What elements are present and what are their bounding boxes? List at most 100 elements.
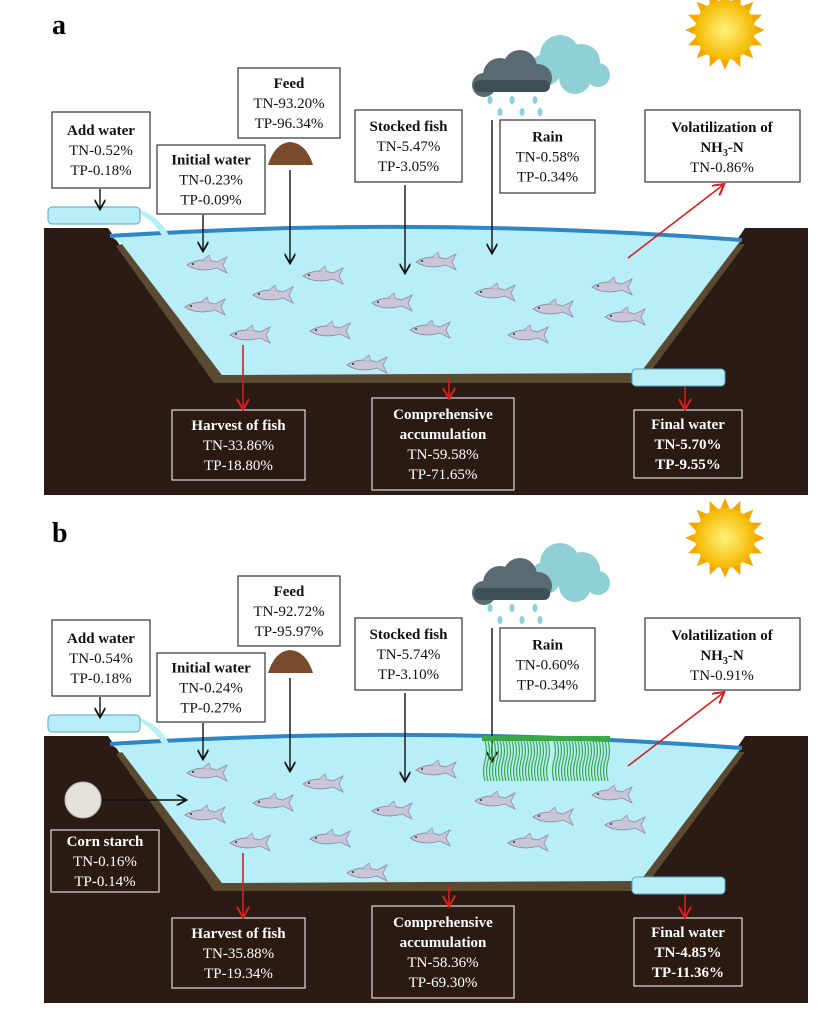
stocked-fish-box-frame bbox=[354, 109, 463, 183]
accumulation-box-tp: TP-71.65% bbox=[409, 467, 478, 483]
initial-water-box-title: Initial water bbox=[171, 153, 251, 169]
accumulation-box-title2: accumulation bbox=[400, 427, 487, 443]
harvest-box-tn: TN-33.86% bbox=[203, 438, 274, 454]
volatilization-title: Volatilization of bbox=[671, 628, 774, 644]
aquatic-plants-icon bbox=[482, 736, 611, 782]
volatilization-tn: TN-0.86% bbox=[690, 160, 754, 176]
rain-box-tp: TP-0.34% bbox=[517, 170, 578, 186]
rain-box-tp: TP-0.34% bbox=[517, 678, 578, 694]
initial-water-box-title: Initial water bbox=[171, 661, 251, 677]
initial-water-box-tp: TP-0.09% bbox=[180, 193, 241, 209]
harvest-box-title: Harvest of fish bbox=[191, 418, 286, 434]
feed-box-frame bbox=[237, 575, 341, 647]
stocked-fish-box-tn: TN-5.47% bbox=[377, 139, 441, 155]
pond-water bbox=[110, 226, 742, 375]
inlet-pipe bbox=[47, 206, 141, 225]
accumulation-box-tn: TN-59.58% bbox=[407, 447, 478, 463]
add-water-box-tp: TP-0.18% bbox=[70, 163, 131, 179]
harvest-box-tn: TN-35.88% bbox=[203, 946, 274, 962]
volatilization-title: Volatilization of bbox=[671, 120, 774, 136]
initial-water-box-frame bbox=[156, 652, 266, 723]
volatilization-species: NH3-N bbox=[700, 140, 743, 159]
rain-box-tn: TN-0.58% bbox=[516, 150, 580, 166]
feed-box-tp: TP-96.34% bbox=[255, 116, 324, 132]
inflow-stream bbox=[140, 718, 170, 746]
feed-box-tn: TN-92.72% bbox=[253, 604, 324, 620]
stocked-fish-box-title: Stocked fish bbox=[370, 119, 449, 135]
final-water-box-tn: TN-5.70% bbox=[654, 437, 721, 453]
rain-box-frame bbox=[499, 627, 596, 702]
rain-box-title: Rain bbox=[532, 130, 564, 146]
harvest-box-frame bbox=[171, 917, 306, 989]
accumulation-box: ComprehensiveaccumulationTN-58.36%TP-69.… bbox=[371, 905, 515, 999]
accumulation-box-tp: TP-69.30% bbox=[409, 975, 478, 991]
inlet-pipe bbox=[47, 714, 141, 733]
panel-label: a bbox=[52, 10, 66, 41]
volatilization-tn: TN-0.91% bbox=[690, 668, 754, 684]
final-water-box-tp: TP-11.36% bbox=[652, 965, 724, 981]
rain-cloud-icon bbox=[472, 543, 610, 624]
rain-box-frame bbox=[499, 119, 596, 194]
feed-pile-icon bbox=[268, 142, 313, 165]
sun-icon bbox=[685, 0, 765, 70]
final-water-box-title: Final water bbox=[651, 417, 725, 433]
volatilization-arrow bbox=[627, 693, 723, 767]
harvest-box-tp: TP-19.34% bbox=[204, 966, 273, 982]
final-water-box-title: Final water bbox=[651, 925, 725, 941]
initial-water-box-tp: TP-0.27% bbox=[180, 701, 241, 717]
feed-box-title: Feed bbox=[274, 76, 305, 92]
feed-box-title: Feed bbox=[274, 584, 305, 600]
corn-starch-box-frame bbox=[50, 829, 160, 893]
add-water-box-title: Add water bbox=[67, 123, 135, 139]
accumulation-box: ComprehensiveaccumulationTN-59.58%TP-71.… bbox=[371, 397, 515, 491]
final-water-box-frame bbox=[633, 409, 743, 479]
corn-starch-box-tp: TP-0.14% bbox=[74, 874, 135, 890]
corn-starch-box-tn: TN-0.16% bbox=[73, 854, 137, 870]
accumulation-box-frame bbox=[371, 905, 515, 999]
stocked-fish-box-frame bbox=[354, 617, 463, 691]
final-water-box-tn: TN-4.85% bbox=[654, 945, 721, 961]
corn-starch-icon bbox=[64, 781, 102, 819]
add-water-box-frame bbox=[51, 619, 151, 697]
add-water-box-tp: TP-0.18% bbox=[70, 671, 131, 687]
accumulation-box-frame bbox=[371, 397, 515, 491]
feed-box-tn: TN-93.20% bbox=[253, 96, 324, 112]
final-water-box-tp: TP-9.55% bbox=[655, 457, 720, 473]
volatilization-box: Volatilization of NH3-NTN-0.86% bbox=[644, 109, 801, 183]
stocked-fish-box-tn: TN-5.74% bbox=[377, 647, 441, 663]
panel-label: b bbox=[52, 518, 68, 549]
accumulation-box-title1: Comprehensive bbox=[393, 915, 493, 931]
rain-cloud-icon bbox=[472, 35, 610, 116]
stocked-fish-box-title: Stocked fish bbox=[370, 627, 449, 643]
corn-starch-box-title: Corn starch bbox=[67, 834, 144, 850]
volatilization-arrow bbox=[627, 185, 723, 259]
feed-box-frame bbox=[237, 67, 341, 139]
add-water-box-title: Add water bbox=[67, 631, 135, 647]
add-water-box-tn: TN-0.54% bbox=[69, 651, 133, 667]
accumulation-box-title2: accumulation bbox=[400, 935, 487, 951]
outlet-pipe bbox=[631, 368, 726, 387]
water-surface bbox=[109, 224, 743, 242]
rain-box-title: Rain bbox=[532, 638, 564, 654]
initial-water-box-frame bbox=[156, 144, 266, 215]
water-surface bbox=[109, 732, 743, 750]
final-water-box-frame bbox=[633, 917, 743, 987]
initial-water-box-tn: TN-0.23% bbox=[179, 173, 243, 189]
harvest-box-title: Harvest of fish bbox=[191, 926, 286, 942]
pond-water bbox=[110, 734, 742, 883]
harvest-box-tp: TP-18.80% bbox=[204, 458, 273, 474]
